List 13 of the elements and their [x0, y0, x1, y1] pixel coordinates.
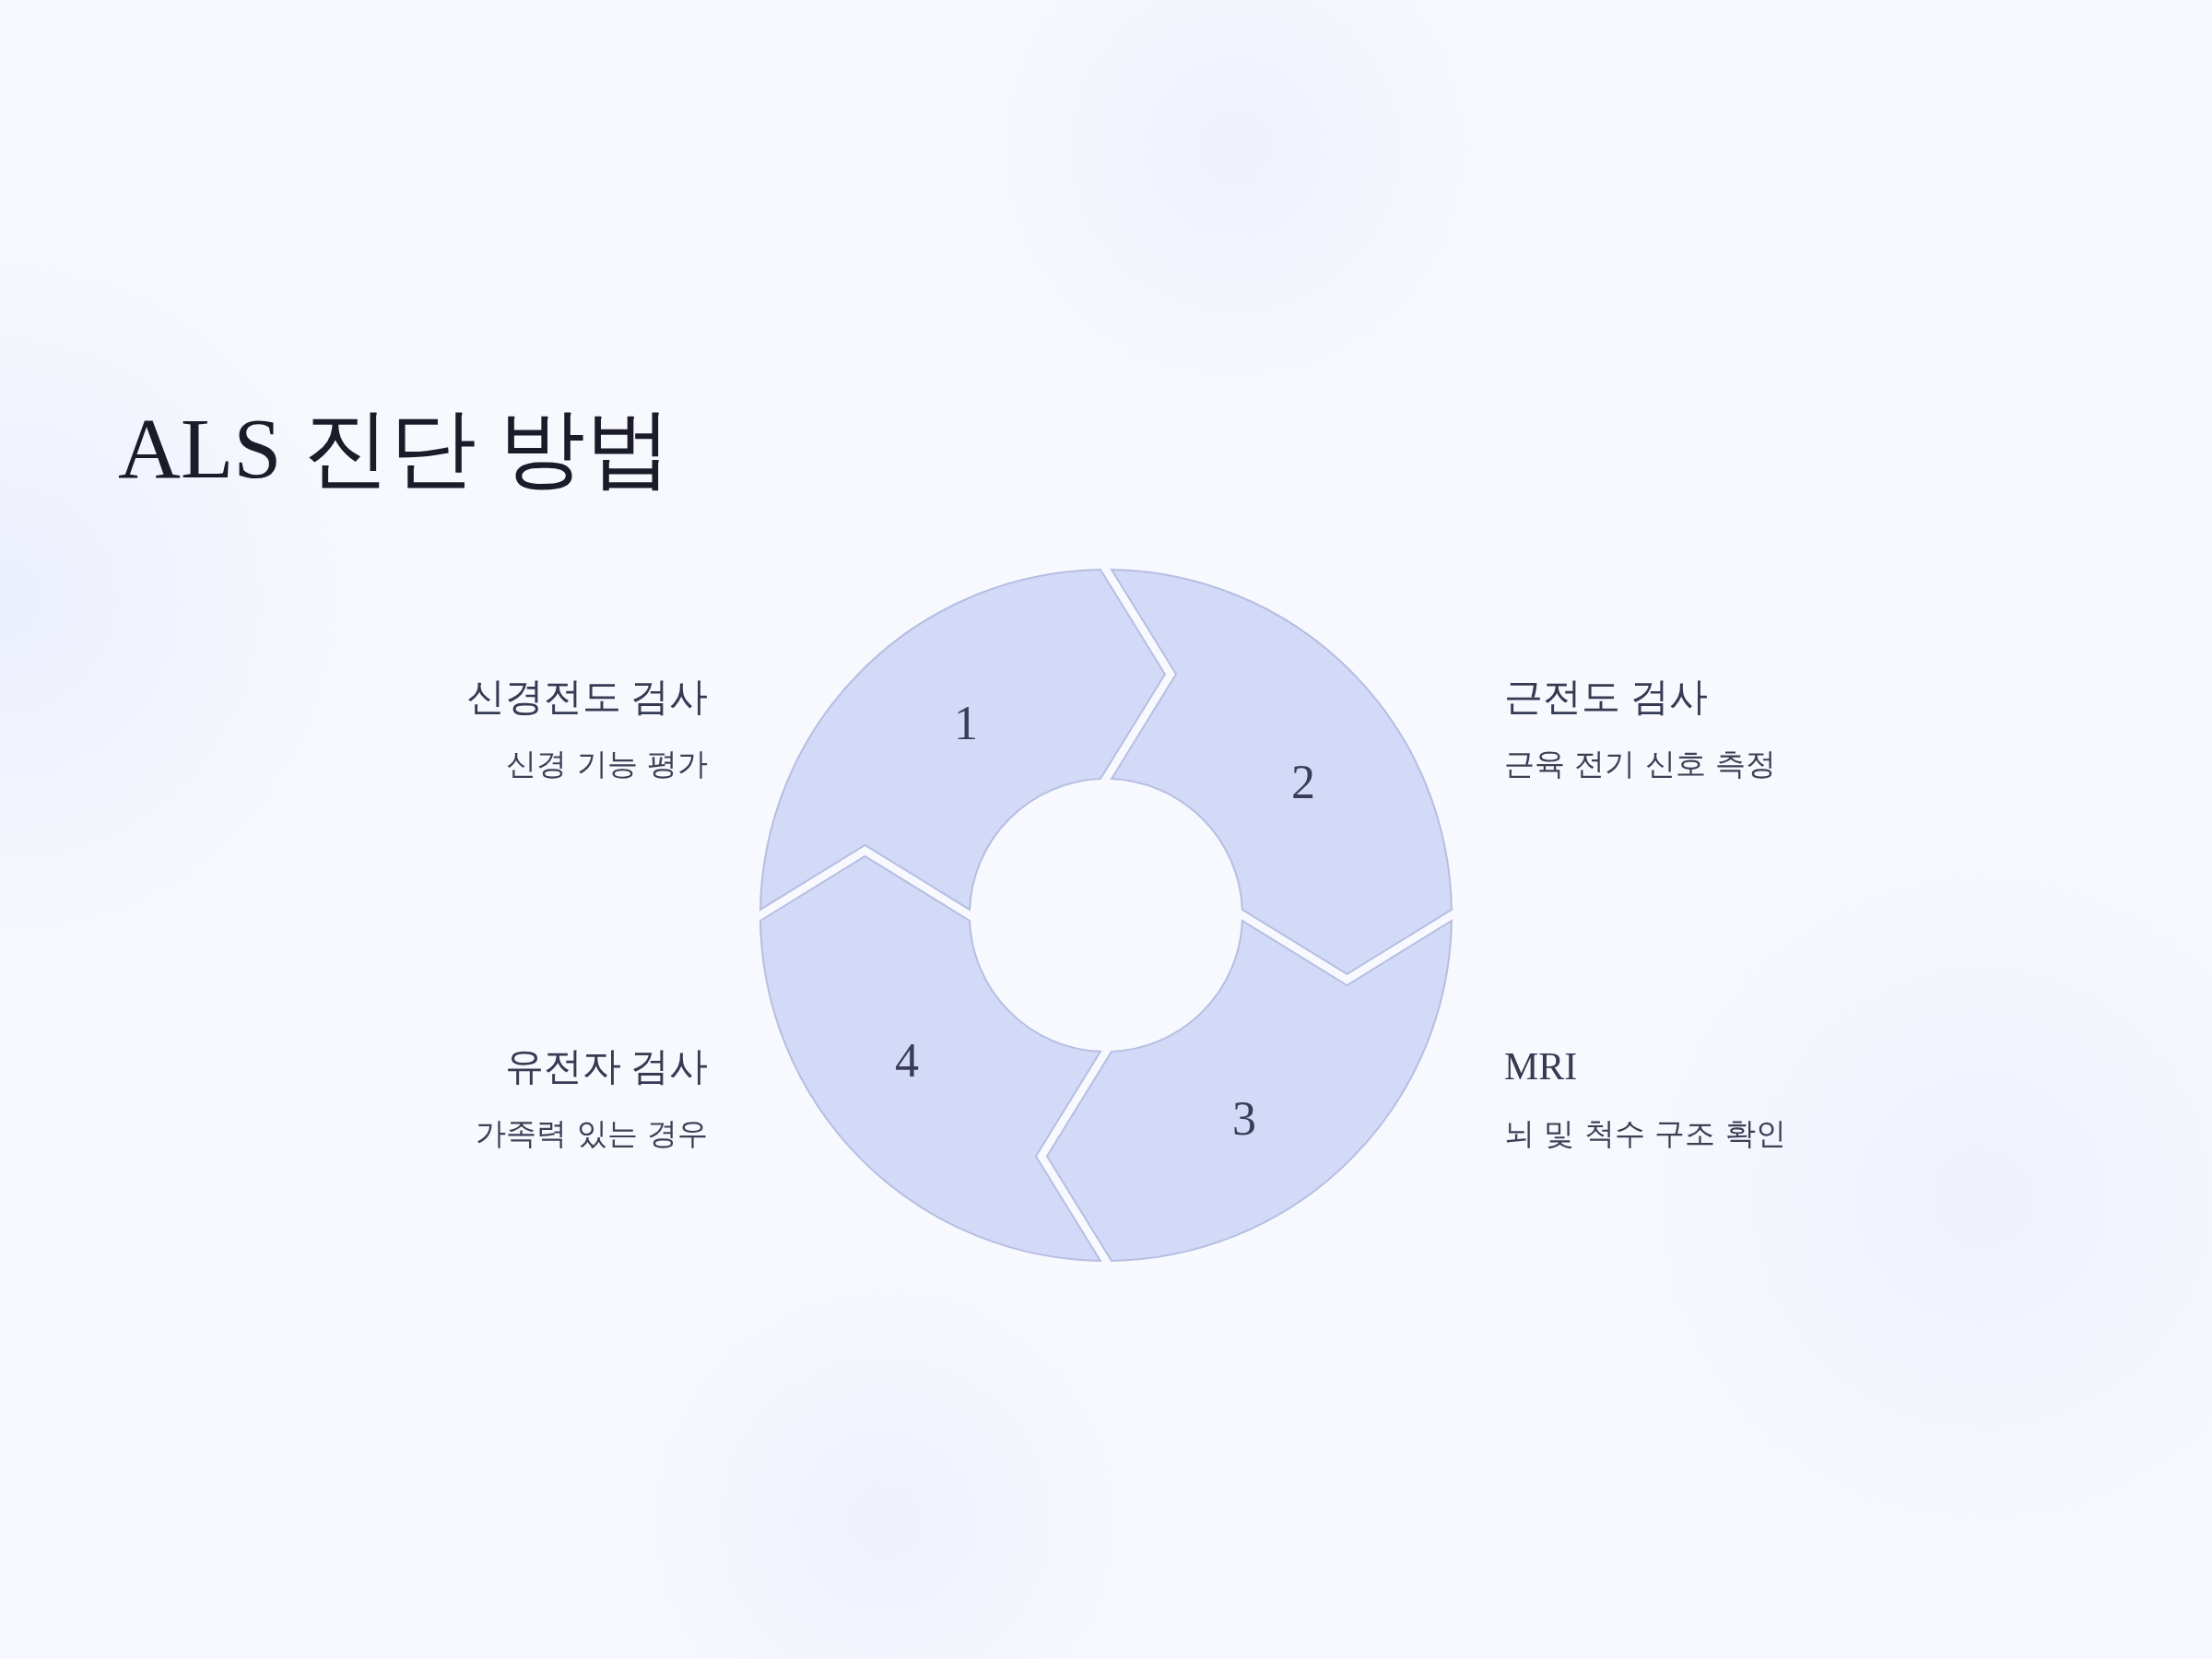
step-number: 3	[1232, 1095, 1256, 1143]
step-number: 2	[1291, 759, 1315, 806]
step-description: 가족력 있는 경우	[476, 1115, 708, 1152]
step-description: 뇌 및 척수 구조 확인	[1504, 1115, 1786, 1152]
step-title: 근전도 검사	[1504, 675, 1708, 720]
step-title: 유전자 검사	[504, 1044, 708, 1089]
step-title: 신경전도 검사	[465, 675, 708, 720]
step-description: 신경 기능 평가	[506, 746, 708, 782]
step-title: MRI	[1504, 1044, 1578, 1089]
step-number: 1	[954, 700, 978, 747]
step-description: 근육 전기 신호 측정	[1504, 746, 1777, 782]
step-number: 4	[895, 1037, 919, 1085]
diagram-title: ALS 진단 방법	[118, 399, 672, 498]
